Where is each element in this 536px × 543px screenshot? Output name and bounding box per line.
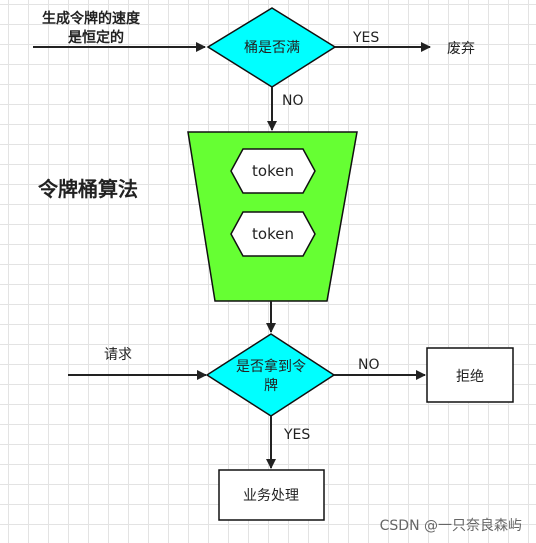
rate-label-line1: 生成令牌的速度 <box>42 10 141 27</box>
business-process-label: 业务处理 <box>243 488 299 504</box>
get-token-label-line2: 牌 <box>264 377 278 394</box>
no-bucket-label: NO <box>282 93 304 109</box>
get-token-label-line1: 是否拿到令 <box>236 358 306 375</box>
algorithm-title: 令牌桶算法 <box>38 177 138 201</box>
token-hexagon-2 <box>230 211 316 257</box>
request-label: 请求 <box>104 347 132 363</box>
token-label-1: token <box>252 162 294 180</box>
token-label-2: token <box>252 225 294 243</box>
reject-box <box>426 347 514 403</box>
bucket-full-label: 桶是否满 <box>244 40 300 56</box>
no-reject-label: NO <box>358 357 380 373</box>
watermark: CSDN @一只奈良森屿 <box>379 518 522 534</box>
discard-label: 废弃 <box>447 41 475 57</box>
rate-label-line2: 是恒定的 <box>68 29 124 46</box>
reject-label: 拒绝 <box>456 369 484 385</box>
token-hexagon-1 <box>230 148 316 194</box>
business-process-box <box>218 469 325 521</box>
yes-discard-label: YES <box>352 30 379 46</box>
yes-process-label: YES <box>283 427 310 443</box>
get-token-decision <box>205 333 336 417</box>
